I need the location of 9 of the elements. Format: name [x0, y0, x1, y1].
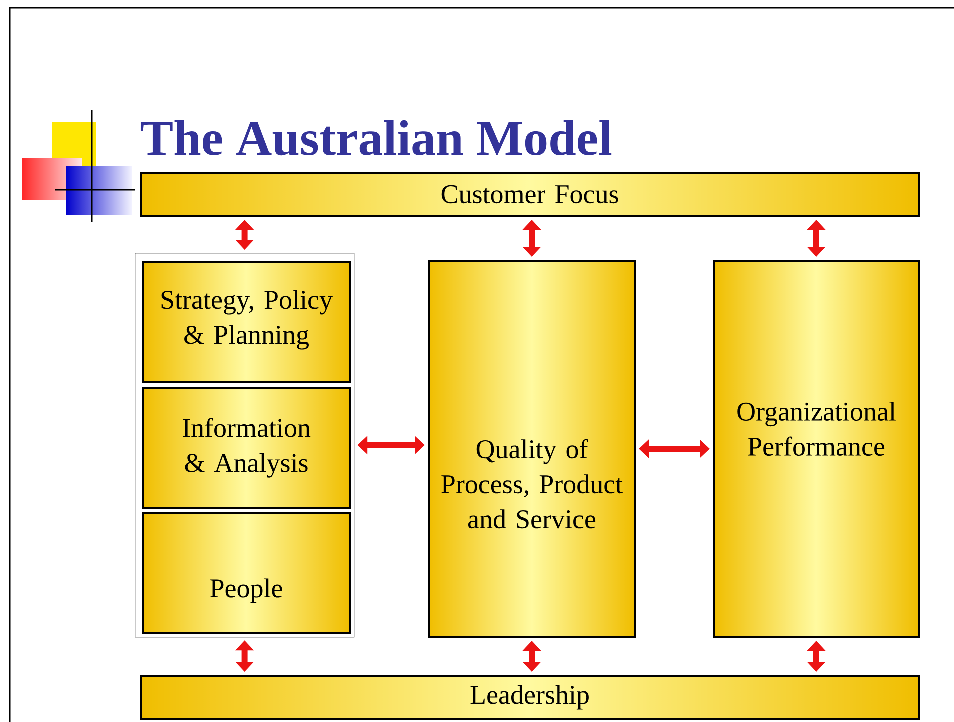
process-box: Strategy, Policy & Planning [142, 261, 351, 383]
title: The Australian Model [141, 120, 612, 156]
process-box: People [142, 512, 351, 634]
group-frame [135, 253, 355, 638]
process-box: Quality of Process, Product and Service [428, 260, 636, 638]
bar-box: Leadership [140, 675, 920, 720]
process-box: Information & Analysis [142, 387, 351, 509]
bar-box: Customer Focus [140, 172, 920, 217]
process-box: Organizational Performance [713, 260, 920, 638]
